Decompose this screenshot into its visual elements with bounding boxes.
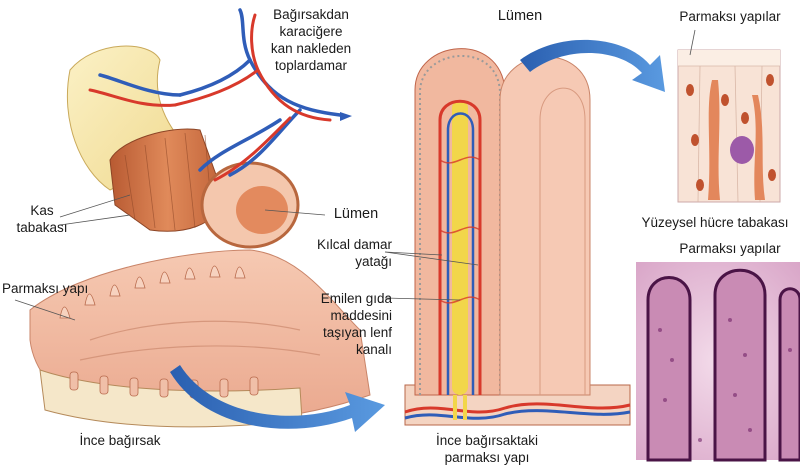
- villi-left-label: Parmaksı yapı: [2, 280, 122, 297]
- lacteal-label: Emilen gıda maddesini taşıyan lenf kanal…: [296, 290, 392, 358]
- muscle-layer-label: Kas tabakası: [12, 202, 72, 236]
- epithelium-label: Yüzeysel hücre tabakası: [630, 214, 800, 231]
- villus-caption: İnce bağırsaktaki parmaksı yapı: [412, 432, 562, 466]
- portal-vein-label: Bağırsakdan karaciğere kan nakleden topl…: [256, 6, 366, 74]
- lacteal: [452, 100, 468, 395]
- villi-top-right-label: Parmaksı yapılar: [670, 8, 790, 25]
- villus-illustration: [405, 49, 630, 425]
- villi-micrograph-label: Parmaksı yapılar: [670, 240, 790, 257]
- capillary-bed-label: Kılcal damar yatağı: [300, 236, 392, 270]
- cell-nucleus: [730, 136, 754, 164]
- lumen-intestine-label: Lümen: [326, 206, 386, 223]
- small-intestine-caption: İnce bağırsak: [60, 432, 180, 449]
- histology-micrograph: [636, 262, 800, 460]
- lumen-top-label: Lümen: [490, 8, 550, 25]
- epithelium-illustration: [678, 50, 780, 202]
